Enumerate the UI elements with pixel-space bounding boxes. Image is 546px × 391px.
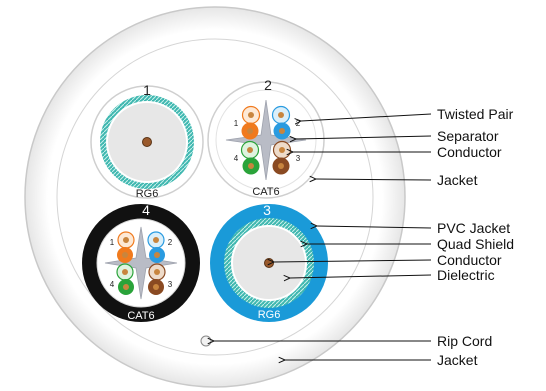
- cable-label-cat6: CAT6: [252, 186, 279, 198]
- callout-quad-shield: Quad Shield: [437, 236, 514, 252]
- callout-rip-cord: Rip Cord: [437, 333, 492, 349]
- pair-green: [240, 140, 260, 175]
- pair-number: 3: [168, 280, 173, 289]
- leader-conductor-rg6: [274, 260, 432, 262]
- cable-label-rg6: RG6: [136, 188, 159, 200]
- pair-number: 4: [234, 154, 239, 163]
- pair-number: 1: [110, 238, 115, 247]
- callout-outer-jacket: Jacket: [437, 352, 478, 368]
- pair-number: 2: [296, 119, 301, 128]
- leader-pvc-jacket: [317, 226, 432, 228]
- cable-2-cat6: 1 2 4 3 2 CAT6: [207, 77, 325, 199]
- pair-number: 2: [168, 238, 173, 247]
- callout-conductor-cat6: Conductor: [437, 144, 502, 160]
- cable-1-rg6: 1 RG6: [90, 82, 204, 200]
- callout-conductor-rg6: Conductor: [437, 252, 502, 268]
- cable-label-rg6: RG6: [258, 309, 281, 321]
- cable-number-2: 2: [264, 77, 272, 93]
- pair-number: 1: [234, 119, 239, 128]
- callout-separator: Separator: [437, 128, 499, 144]
- callout-pvc-jacket: PVC Jacket: [437, 220, 510, 236]
- cable-number-4: 4: [142, 202, 150, 218]
- leader-jacket-cat6: [316, 179, 432, 180]
- rip-cord: [200, 335, 212, 347]
- cable-number-3: 3: [263, 202, 271, 218]
- pair-number: 4: [110, 280, 115, 289]
- pair-orange: [241, 105, 261, 140]
- callout-twisted-pair: Twisted Pair: [437, 106, 514, 122]
- pair-number: 3: [296, 154, 301, 163]
- leader-dielectric: [290, 274, 432, 278]
- pair-brown: [148, 263, 166, 295]
- leader-twisted-pair: [301, 113, 432, 121]
- pair-green: [116, 263, 134, 295]
- callout-dielectric: Dielectric: [437, 267, 495, 283]
- pair-orange: [117, 231, 135, 263]
- callout-jacket-cat6: Jacket: [437, 172, 478, 188]
- cable-number-1: 1: [143, 82, 151, 98]
- cable-label-cat6: CAT6: [127, 310, 154, 322]
- pair-blue: [271, 105, 291, 140]
- center-conductor: [142, 137, 152, 147]
- leader-separator: [296, 135, 432, 139]
- center-conductor: [264, 258, 274, 268]
- cable-4-cat6: 1 2 4 3 4 CAT6: [82, 202, 200, 322]
- pair-blue: [147, 231, 165, 263]
